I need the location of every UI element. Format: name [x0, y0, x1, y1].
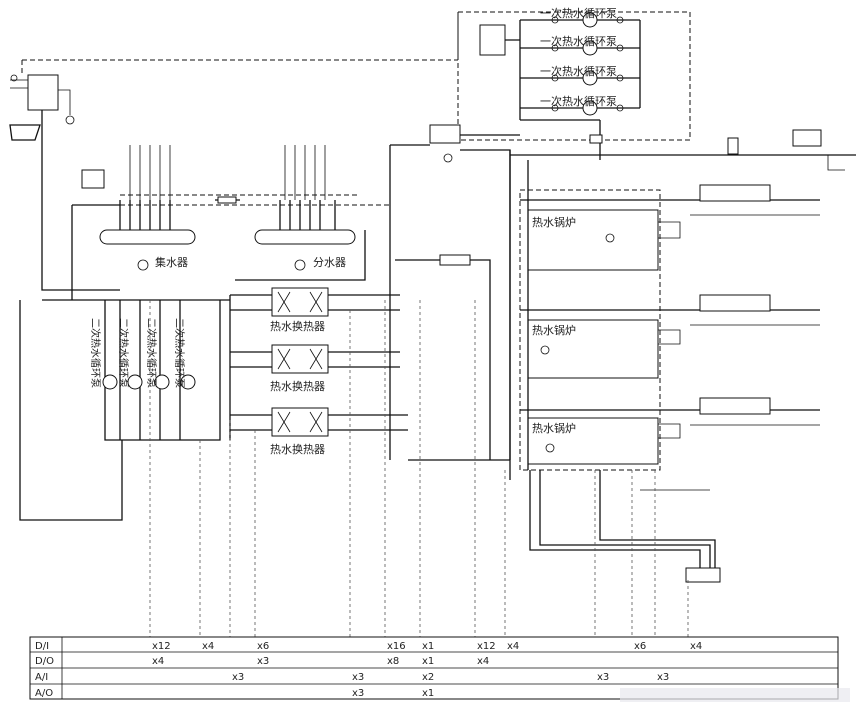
io-entry: x3	[352, 688, 364, 699]
io-entry: x4	[507, 641, 519, 652]
heat-exchanger-3: 热水换热器	[230, 407, 408, 456]
primary-pump-label-4: 一次热水循环泵	[540, 94, 617, 108]
primary-pump-label-1: 一次热水循环泵	[540, 6, 617, 20]
heat-exchanger-1: 热水换热器	[230, 287, 400, 333]
boiler-label-2: 热水锅炉	[532, 324, 576, 337]
primary-pump-label-3: 一次热水循环泵	[540, 64, 617, 78]
io-table: D/I D/O A/I A/O x12 x4 x6 x16 x1 x12 x4 …	[29, 636, 850, 702]
io-entry: x12	[152, 641, 171, 652]
io-entry: x8	[387, 656, 399, 667]
primary-pump-3	[582, 70, 598, 86]
io-entry: x1	[422, 688, 434, 699]
io-entry: x1	[422, 641, 434, 652]
io-entry: x4	[152, 656, 164, 667]
primary-pump-2	[582, 40, 598, 56]
primary-main-piping	[389, 124, 856, 461]
secondary-pump-label-2: 二次热水循环泵	[117, 318, 130, 388]
primary-pump-station: 一次热水循环泵 一次热水循环泵 一次热水循环泵 一次热水循环泵	[479, 6, 641, 160]
io-entry: x12	[477, 641, 496, 652]
collector-header	[99, 229, 196, 245]
heat-exchanger-label-2: 热水换热器	[270, 379, 325, 393]
secondary-pump-2	[127, 374, 143, 390]
io-row-ao: A/O	[35, 688, 53, 699]
manifold-section: 集水器 分水器	[71, 145, 366, 300]
secondary-pump-4	[180, 374, 196, 390]
boilers: 热水锅炉 热水锅炉 热水锅炉	[509, 150, 820, 583]
io-entry: x4	[477, 656, 489, 667]
secondary-pump-station: 二次热水循环泵 二次热水循环泵 二次热水循环泵 二次热水循环泵	[19, 299, 230, 521]
io-row-ai: A/I	[35, 672, 48, 683]
heat-exchanger-2: 热水换热器	[230, 344, 400, 393]
io-row-do: D/O	[35, 656, 54, 667]
io-entry: x4	[202, 641, 214, 652]
secondary-pump-label-3: 二次热水循环泵	[145, 318, 158, 388]
io-entry: x3	[597, 672, 609, 683]
io-entry: x6	[634, 641, 646, 652]
secondary-pump-label-4: 二次热水循环泵	[173, 318, 186, 388]
distributor-header	[254, 229, 356, 245]
collector-label: 集水器	[155, 255, 188, 269]
secondary-pump-label-1: 二次热水循环泵	[89, 318, 102, 388]
heat-exchanger-label-3: 热水换热器	[270, 442, 325, 456]
io-entry: x3	[657, 672, 669, 683]
io-entry: x3	[257, 656, 269, 667]
io-row-di: D/I	[35, 641, 49, 652]
io-entry: x3	[232, 672, 244, 683]
boiler-label-3: 热水锅炉	[532, 422, 576, 435]
io-entry: x3	[352, 672, 364, 683]
expansion-tank	[9, 74, 120, 291]
secondary-pump-1	[102, 374, 118, 390]
boiler-1: 热水锅炉	[527, 209, 681, 271]
io-entry: x2	[422, 672, 434, 683]
primary-pump-4	[582, 100, 598, 116]
primary-pump-label-2: 一次热水循环泵	[540, 34, 617, 48]
heat-exchanger-label-1: 热水换热器	[270, 319, 325, 333]
boiler-label-1: 热水锅炉	[532, 216, 576, 229]
io-entry: x16	[387, 641, 406, 652]
io-entry: x4	[690, 641, 702, 652]
boiler-2: 热水锅炉	[527, 319, 681, 379]
primary-pump-1	[582, 12, 598, 28]
distributor-label: 分水器	[313, 256, 346, 269]
secondary-pump-3	[154, 374, 170, 390]
heat-exchangers: 热水换热器 热水换热器 热水换热器	[229, 287, 408, 456]
boiler-3: 热水锅炉	[527, 417, 681, 465]
io-entry: x1	[422, 656, 434, 667]
io-entry: x6	[257, 641, 269, 652]
